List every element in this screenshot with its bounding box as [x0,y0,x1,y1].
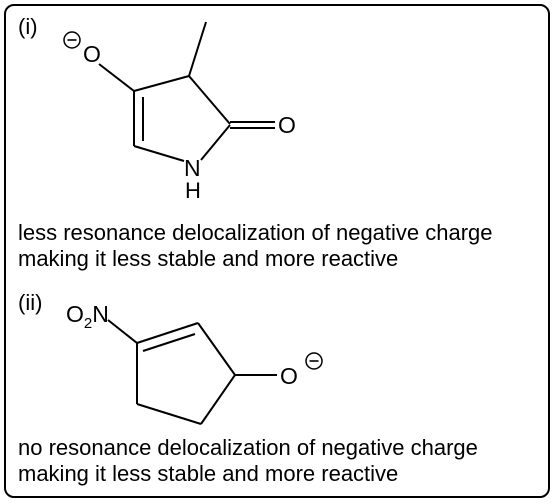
panel-i-pyrrolinone-ring [98,21,275,162]
panel-i-marker: (i) [18,14,38,39]
nitro-o: O [66,301,84,327]
panel-ii-oxide-o: O [280,363,298,389]
panel-i-oxide-o: O [83,41,101,67]
panel-ii-marker: (ii) [18,290,42,315]
panel-i-oxide-charge [63,31,81,49]
panel-i: (i) O [18,14,493,271]
panel-ii-caption-line1: no resonance delocalization of negative … [18,435,478,460]
panel-ii-caption-line2: making it less stable and more reactive [18,461,398,486]
panel-i-ring-h: H [185,178,201,203]
nitro-n: N [92,301,109,327]
panel-i-carbonyl-o: O [278,112,296,138]
nitro-subscript: 2 [84,315,92,332]
panel-ii: (ii) O2N O no resonance delocalization o [18,290,478,486]
panel-i-ring-n: N [184,155,201,181]
figure-frame [4,4,550,498]
panel-ii-cyclopentene-ring [107,319,277,425]
panel-i-caption-line1: less resonance delocalization of negativ… [18,220,493,245]
panel-ii-nitro-group: O2N [66,301,109,332]
panel-ii-oxide-charge [305,352,323,370]
panel-i-caption-line2: making it less stable and more reactive [18,246,398,271]
